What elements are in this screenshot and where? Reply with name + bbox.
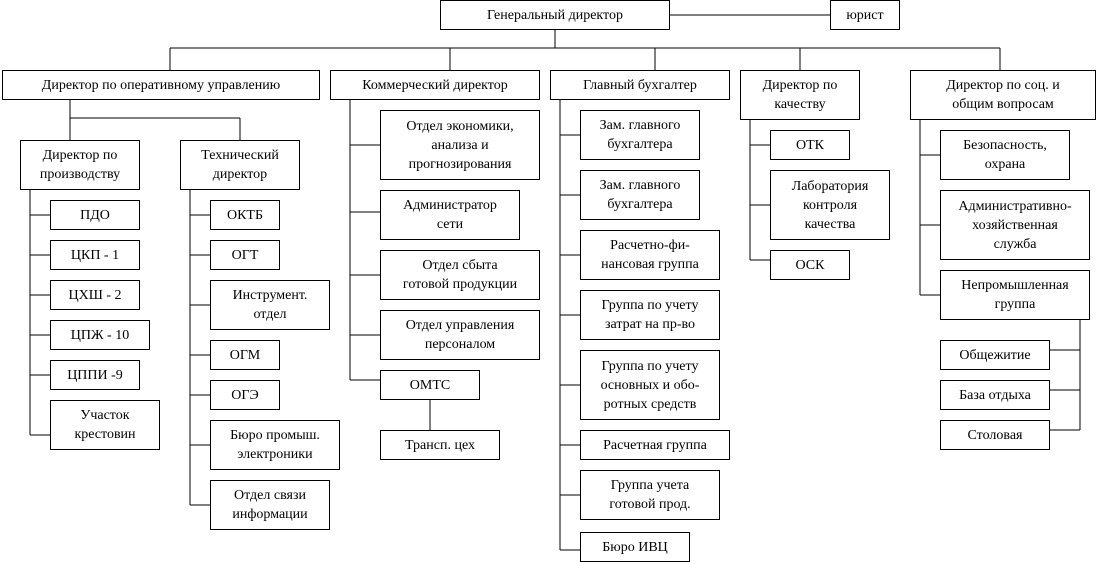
quality-unit-label: ОТК (796, 137, 824, 153)
technical-unit: ОКТБ (210, 200, 280, 230)
commercial-unit-label: Отдел управления персоналом (405, 318, 515, 352)
quality-unit: Лаборатория контроля качества (770, 170, 890, 240)
commercial-unit-label: Отдел экономики, анализа и прогнозирован… (406, 118, 514, 172)
production-unit: ЦКП - 1 (50, 240, 140, 270)
ceo-label: Генеральный директор (487, 7, 623, 23)
accounting-unit: Группа учета готовой прод. (580, 470, 720, 520)
accounting-unit: Расчетно-фи- нансовая группа (580, 230, 720, 280)
quality-unit: ОСК (770, 250, 850, 280)
technical-unit: ОГЭ (210, 380, 280, 410)
production-director-box: Директор по производству (20, 140, 140, 190)
accounting-unit-label: Группа по учету затрат на пр-во (601, 298, 699, 332)
nonindustrial-unit-label: Общежитие (959, 347, 1031, 363)
quality-unit: ОТК (770, 130, 850, 160)
technical-unit-label: ОГЭ (231, 387, 259, 403)
production-unit: ПДО (50, 200, 140, 230)
production-unit-label: ЦПЖ - 10 (70, 327, 130, 343)
production-unit: Участок крестовин (50, 400, 160, 450)
transport-unit: Трансп. цех (380, 430, 500, 460)
operational-director-box: Директор по оперативному управлению (2, 70, 320, 100)
technical-unit: Инструмент. отдел (210, 280, 330, 330)
production-unit-label: Участок крестовин (74, 408, 136, 442)
social-unit-label: Административно- хозяйственная служба (958, 198, 1072, 252)
transport-unit-label: Трансп. цех (405, 437, 475, 453)
technical-unit-label: ОКТБ (226, 207, 264, 223)
production-unit-label: ПДО (80, 207, 110, 223)
production-unit-label: ЦППИ -9 (67, 367, 123, 383)
commercial-unit-label: Администратор сети (403, 198, 497, 232)
accounting-unit: Бюро ИВЦ (580, 532, 690, 562)
production-unit-label: ЦХШ - 2 (68, 287, 122, 303)
accounting-unit-label: Расчетно-фи- нансовая группа (601, 238, 699, 272)
nonindustrial-unit-label: База отдыха (959, 387, 1031, 403)
production-director-label: Директор по производству (39, 148, 121, 182)
accounting-unit: Расчетная группа (580, 430, 730, 460)
nonindustrial-unit-label: Столовая (967, 427, 1023, 443)
technical-unit-label: ОГМ (229, 347, 261, 363)
commercial-unit: Администратор сети (380, 190, 520, 240)
commercial-director-label: Коммерческий директор (362, 77, 508, 93)
accounting-unit-label: Группа по учету основных и обо- ротных с… (600, 358, 700, 412)
social-unit-label: Безопасность, охрана (963, 138, 1047, 172)
social-unit: Непромышленная группа (940, 270, 1090, 320)
accounting-unit-label: Бюро ИВЦ (602, 539, 668, 555)
quality-unit-label: Лаборатория контроля качества (791, 178, 869, 232)
accounting-unit: Группа по учету затрат на пр-во (580, 290, 720, 340)
accounting-unit-label: Зам. главного бухгалтера (599, 118, 681, 152)
quality-director-label: Директор по качеству (762, 78, 838, 112)
technical-unit-label: ОГТ (231, 247, 259, 263)
social-unit: Безопасность, охрана (940, 130, 1070, 180)
technical-unit-label: Отдел связи информации (232, 488, 308, 522)
commercial-unit: Отдел сбыта готовой продукции (380, 250, 540, 300)
social-director-label: Директор по соц. и общим вопросам (946, 78, 1060, 112)
commercial-director-box: Коммерческий директор (330, 70, 540, 100)
commercial-unit: Отдел управления персоналом (380, 310, 540, 360)
ceo-box: Генеральный директор (440, 0, 670, 30)
technical-unit-label: Бюро промыш. электроники (230, 428, 320, 462)
operational-director-label: Директор по оперативному управлению (41, 77, 281, 93)
chief-accountant-label: Главный бухгалтер (583, 77, 697, 93)
accounting-unit-label: Зам. главного бухгалтера (599, 178, 681, 212)
quality-director-box: Директор по качеству (740, 70, 860, 120)
accounting-unit-label: Группа учета готовой прод. (609, 478, 691, 512)
commercial-unit-label: ОМТС (409, 377, 451, 393)
technical-unit: Отдел связи информации (210, 480, 330, 530)
social-director-box: Директор по соц. и общим вопросам (910, 70, 1096, 120)
production-unit: ЦХШ - 2 (50, 280, 140, 310)
production-unit: ЦППИ -9 (50, 360, 140, 390)
accounting-unit: Зам. главного бухгалтера (580, 170, 700, 220)
lawyer-box: юрист (830, 0, 900, 30)
commercial-unit-label: Отдел сбыта готовой продукции (402, 258, 518, 292)
nonindustrial-unit: Общежитие (940, 340, 1050, 370)
nonindustrial-unit: База отдыха (940, 380, 1050, 410)
technical-unit-label: Инструмент. отдел (232, 288, 308, 322)
quality-unit-label: ОСК (795, 257, 825, 273)
chief-accountant-box: Главный бухгалтер (550, 70, 730, 100)
production-unit: ЦПЖ - 10 (50, 320, 150, 350)
social-unit-label: Непромышленная группа (961, 278, 1069, 312)
social-unit: Административно- хозяйственная служба (940, 190, 1090, 260)
accounting-unit-label: Расчетная группа (603, 437, 707, 453)
accounting-unit: Группа по учету основных и обо- ротных с… (580, 350, 720, 420)
production-unit-label: ЦКП - 1 (70, 247, 120, 263)
technical-unit: ОГТ (210, 240, 280, 270)
commercial-unit: ОМТС (380, 370, 480, 400)
technical-director-label: Технический директор (201, 148, 279, 182)
technical-unit: ОГМ (210, 340, 280, 370)
commercial-unit: Отдел экономики, анализа и прогнозирован… (380, 110, 540, 180)
technical-director-box: Технический директор (180, 140, 300, 190)
accounting-unit: Зам. главного бухгалтера (580, 110, 700, 160)
lawyer-label: юрист (846, 7, 884, 23)
technical-unit: Бюро промыш. электроники (210, 420, 340, 470)
nonindustrial-unit: Столовая (940, 420, 1050, 450)
